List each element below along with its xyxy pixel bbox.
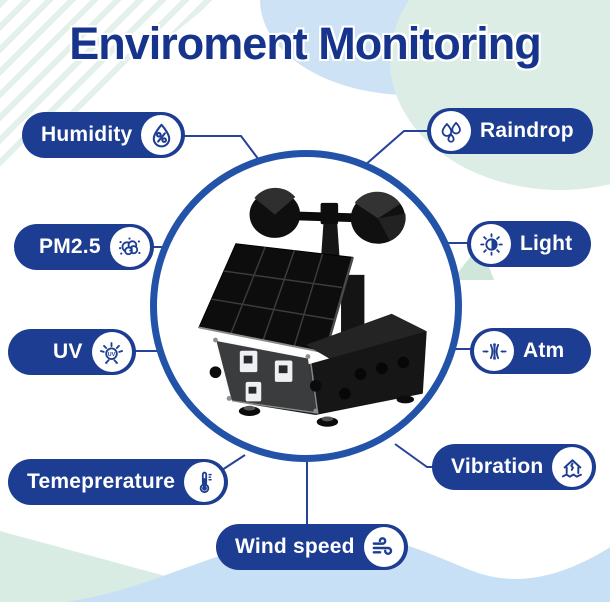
feature-pill-raindrop: Raindrop	[427, 108, 593, 154]
humidity-drop-percent-icon	[141, 115, 182, 155]
page-title: Enviroment Monitoring	[69, 18, 541, 69]
feature-label-atm: Atm	[523, 339, 565, 362]
earthquake-house-icon	[552, 447, 593, 487]
humidity-connector	[157, 135, 263, 165]
uv-sun-icon: UV	[91, 332, 132, 372]
feature-pill-temperature: Temeprerature	[8, 459, 229, 505]
feature-label-temperature: Temeprerature	[27, 470, 176, 493]
feature-pill-pm25: PM2.5	[14, 224, 154, 270]
feature-label-light: Light	[520, 232, 573, 255]
feature-label-humidity: Humidity	[41, 123, 133, 146]
raindrops-icon	[431, 111, 471, 151]
feature-label-windspeed: Wind speed	[235, 535, 355, 558]
feature-pill-vibration: Vibration	[432, 444, 597, 490]
vibration-connector	[394, 443, 434, 468]
feature-label-uv: UV	[53, 340, 83, 363]
feature-pill-windspeed: Wind speed	[216, 524, 408, 570]
air-pressure-icon	[474, 331, 514, 371]
svg-text:UV: UV	[108, 351, 116, 357]
feature-pill-light: Light	[467, 221, 592, 267]
feature-label-raindrop: Raindrop	[480, 119, 574, 142]
feature-label-pm25: PM2.5	[39, 235, 101, 258]
particulate-matter-icon	[109, 227, 150, 267]
wind-icon	[363, 527, 404, 567]
feature-pill-humidity: Humidity	[22, 112, 186, 158]
weather-station-image	[198, 187, 427, 427]
feature-pill-uv: UV UV	[8, 329, 136, 375]
device-photo-circle	[150, 150, 462, 462]
raindrop-connector	[363, 130, 427, 167]
feature-label-vibration: Vibration	[451, 455, 544, 478]
feature-pill-atm: Atm	[470, 328, 592, 374]
brightness-icon	[471, 224, 511, 264]
thermometer-icon	[184, 462, 225, 502]
